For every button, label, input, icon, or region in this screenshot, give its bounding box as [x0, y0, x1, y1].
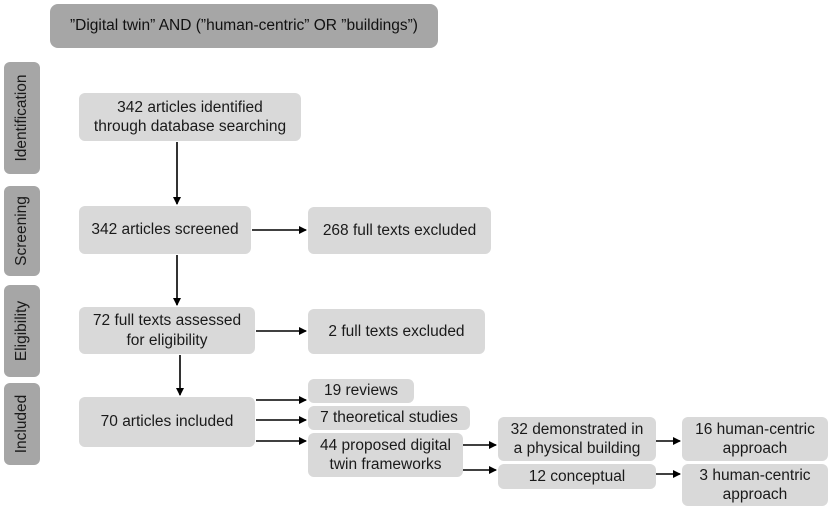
theoretical-box: 7 theoretical studies	[308, 406, 470, 430]
stage-identification: Identification	[4, 62, 40, 174]
stage-eligibility-label: Eligibility	[13, 300, 30, 362]
hc-demonstrated-box: 16 human-centric approach	[682, 417, 828, 461]
stage-included: Included	[4, 383, 40, 465]
conceptual-text: 12 conceptual	[528, 467, 626, 485]
excluded-screening-box: 268 full texts excluded	[308, 207, 491, 254]
hc-conceptual-box: 3 human-centric approach	[682, 464, 828, 506]
hc-demonstrated-text: 16 human-centric approach	[695, 420, 815, 457]
demonstrated-text: 32 demonstrated in a physical building	[510, 420, 644, 457]
excluded-screening-text: 268 full texts excluded	[322, 221, 477, 239]
search-query-text: ”Digital twin” AND (”human-centric” OR ”…	[70, 17, 418, 35]
included-text: 70 articles included	[100, 413, 234, 431]
theoretical-text: 7 theoretical studies	[320, 409, 458, 427]
stage-screening-label: Screening	[13, 196, 30, 266]
excluded-eligibility-text: 2 full texts excluded	[328, 322, 465, 340]
reviews-box: 19 reviews	[308, 379, 414, 403]
excluded-eligibility-box: 2 full texts excluded	[308, 309, 485, 354]
hc-conceptual-text: 3 human-centric approach	[699, 466, 811, 503]
identified-text: 342 articles identified through database…	[93, 98, 287, 135]
stage-identification-label: Identification	[13, 74, 30, 162]
frameworks-text: 44 proposed digital twin frameworks	[320, 436, 451, 473]
screened-box: 342 articles screened	[79, 206, 251, 254]
search-query-box: ”Digital twin” AND (”human-centric” OR ”…	[50, 4, 438, 48]
identified-box: 342 articles identified through database…	[79, 93, 301, 141]
screened-text: 342 articles screened	[91, 221, 239, 239]
stage-screening: Screening	[4, 186, 40, 276]
stage-included-label: Included	[13, 394, 30, 454]
conceptual-box: 12 conceptual	[498, 464, 656, 489]
stage-eligibility: Eligibility	[4, 285, 40, 377]
included-box: 70 articles included	[79, 397, 255, 447]
demonstrated-box: 32 demonstrated in a physical building	[498, 417, 656, 461]
frameworks-box: 44 proposed digital twin frameworks	[308, 433, 463, 477]
assessed-text: 72 full texts assessed for eligibility	[92, 312, 242, 349]
reviews-text: 19 reviews	[323, 382, 399, 400]
assessed-box: 72 full texts assessed for eligibility	[79, 307, 255, 354]
